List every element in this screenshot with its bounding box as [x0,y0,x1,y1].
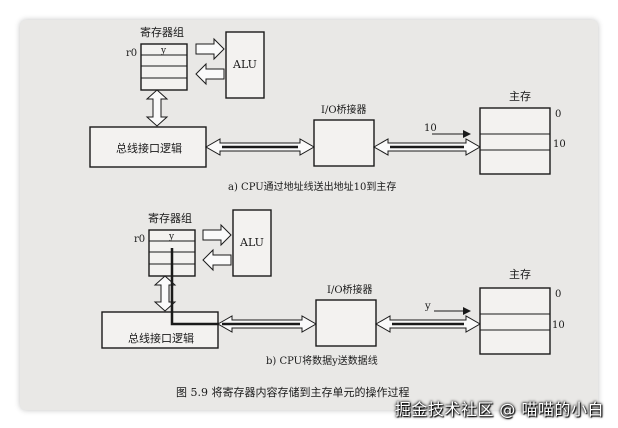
bus-segment-right-a [372,138,482,156]
bus-segment-left-b [216,315,318,333]
reg-value-y-a: y [160,46,167,56]
bus-interface-label-b: 总线接口逻辑 [128,331,194,345]
alu-label-b: ALU [239,236,264,249]
bus-value-b: y [424,301,431,312]
hollow-arrow-from-alu-a [195,62,225,86]
caption-b: b) CPU将数据y送数据线 [266,354,378,367]
main-memory-label-a: 主存 [509,89,531,103]
alu-box-a [225,31,265,99]
data-path-line-b [170,248,220,326]
watermark: 掘金技术社区 @ 喵喵的小白 [394,400,604,419]
io-bridge-label-b: I/O桥接器 [327,283,373,296]
alu-box-b [232,209,272,277]
main-memory-label-b: 主存 [509,267,531,281]
r0-label-b: r0 [134,234,145,245]
bus-value-a: 10 [424,123,437,134]
diagram-b: 寄存器组 r0 y ALU 总线接口逻辑 I/O桥接器 [101,209,565,367]
vertical-arrow-a [145,89,169,127]
main-memory-b [479,287,551,355]
io-bridge-box-a [313,119,375,167]
register-file-a [140,43,188,91]
reg-group-label-a: 寄存器组 [140,25,184,39]
bus-interface-label-a: 总线接口逻辑 [116,141,182,155]
alu-label-a: ALU [232,58,257,71]
io-bridge-label-a: I/O桥接器 [321,103,367,116]
reg-group-label-b: 寄存器组 [148,211,192,225]
bus-interface-box-b [101,311,219,349]
mem-addr-10-a: 10 [553,139,566,150]
hollow-arrow-to-alu-b [202,223,232,247]
hollow-arrow-to-alu-a [195,37,225,61]
bus-segment-left-a [204,138,316,156]
diagram-a: 寄存器组 r0 y ALU 总线接口逻辑 [89,25,566,193]
mem-addr-0-a: 0 [555,109,561,120]
hollow-arrow-from-alu-b [202,248,232,272]
mem-addr-0-b: 0 [555,289,561,300]
figure-caption: 图 5.9 将寄存器内容存储到主存单元的操作过程 [176,385,410,399]
mem-addr-10-b: 10 [552,320,565,331]
io-bridge-box-b [315,299,377,347]
r0-label-a: r0 [126,48,137,59]
caption-a: a) CPU通过地址线送出地址10到主存 [228,180,396,193]
bus-segment-right-b [374,315,482,333]
reg-value-y-b: y [168,232,175,242]
main-memory-a [479,107,551,175]
